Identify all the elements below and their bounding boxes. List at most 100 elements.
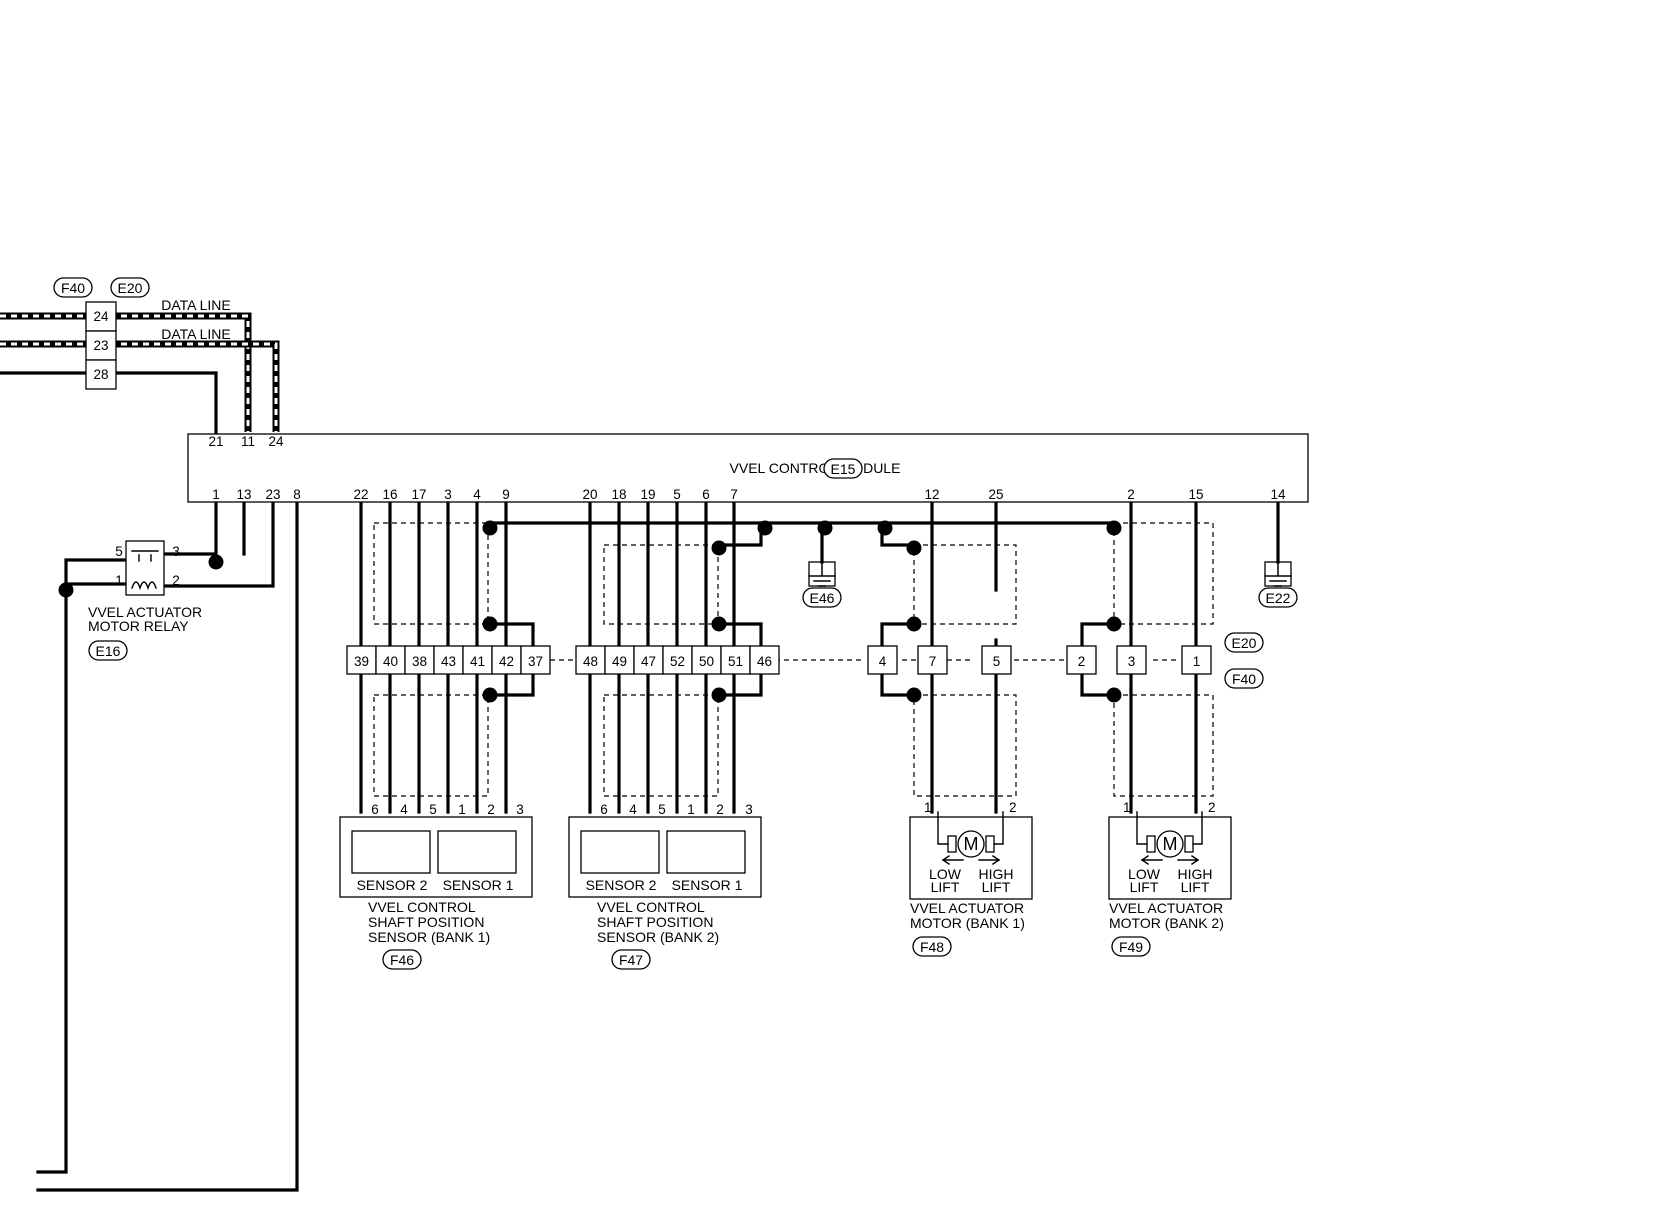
upper-connector-pin: 23	[93, 338, 108, 353]
relay-name: MOTOR RELAY	[88, 618, 189, 634]
motor-bank2-low-label: LIFT	[1130, 879, 1159, 895]
motor-bank1-low-label: LIFT	[931, 879, 960, 895]
harness-cell	[981, 645, 1012, 675]
junction-dot	[877, 520, 893, 536]
control-module-bottom-pin: 12	[924, 487, 939, 502]
harness-connector-badge	[1224, 668, 1264, 689]
motor-bank2-high-label: LIFT	[1181, 879, 1210, 895]
motor-bank2-pin: 2	[1208, 800, 1216, 815]
junction-dot	[482, 687, 498, 703]
motor-bank2-terminal	[1146, 835, 1156, 853]
control-module-bottom-pin: 6	[702, 487, 710, 502]
upper-connector-pin: 28	[93, 367, 108, 382]
shield	[373, 694, 489, 797]
harness-pin: 48	[583, 654, 598, 669]
control-module-bottom-pin: 2	[1127, 487, 1135, 502]
upper-connector-cell	[85, 359, 117, 390]
relay-connector-badge	[88, 640, 128, 661]
ground-frame	[1264, 561, 1292, 587]
motor-bank2-connector-badge	[1111, 936, 1151, 957]
relay-coil	[131, 581, 157, 591]
sensor-bank1-sensor-a: SENSOR 2	[357, 877, 428, 893]
ground-connector: E46	[810, 590, 835, 606]
junctions	[58, 520, 1122, 703]
shield	[373, 522, 489, 625]
sensor-bank2-element	[666, 830, 746, 874]
motor-bank1-terminal	[985, 835, 995, 853]
junction-dot	[757, 520, 773, 536]
sensor-bank2-sensor-b: SENSOR 1	[672, 877, 743, 893]
sensor-bank2-pin: 6	[600, 802, 608, 817]
sensor-bank2-name: VVEL CONTROL	[597, 899, 705, 915]
shield	[603, 694, 719, 797]
data-line-label: DATA LINE	[161, 326, 231, 342]
ground-connector: E22	[1266, 590, 1291, 606]
control-module	[187, 433, 1309, 503]
harness-pin: 46	[757, 654, 772, 669]
junction-dot	[1106, 687, 1122, 703]
sensor-bank2-sensor-a: SENSOR 2	[586, 877, 657, 893]
sensor-bank2-element	[580, 830, 660, 874]
motor-bank2-pin: 1	[1123, 800, 1131, 815]
control-module-bottom-pin: 22	[353, 487, 368, 502]
relay-pin: 5	[115, 544, 123, 559]
sensor-bank2-name: SENSOR (BANK 2)	[597, 929, 719, 945]
upper-connector-badge: E20	[118, 280, 143, 296]
upper-connector-badge-badge	[53, 277, 93, 298]
wire-28-21	[0, 371, 218, 434]
motor-bank2-symbol: M	[1163, 834, 1178, 854]
control-module-bottom-pin: 3	[444, 487, 452, 502]
harness-pin: 50	[699, 654, 714, 669]
motor-bank1-leads	[937, 811, 1004, 845]
junction-dot	[711, 616, 727, 632]
bank2-drain-top	[717, 521, 763, 547]
junction-dot	[711, 687, 727, 703]
motor-bank1-name: VVEL ACTUATOR	[910, 900, 1024, 916]
sensor-bank1-name: SHAFT POSITION	[368, 914, 484, 930]
motor-bank1-connector: F48	[920, 939, 944, 955]
motor-bank1-low-label: LOW	[929, 866, 962, 882]
harness-pin: 42	[499, 654, 514, 669]
relay-switch	[131, 550, 159, 562]
upper-connector-pin: 24	[93, 309, 109, 324]
harness-pin: 37	[528, 654, 543, 669]
motor-bank2-high-label: HIGH	[1178, 866, 1213, 882]
control-module-bottom-pin: 19	[640, 487, 655, 502]
junction-dot	[906, 687, 922, 703]
sensor-bank2-connector-badge	[611, 949, 651, 970]
junction-dot	[482, 616, 498, 632]
data-line-dash	[0, 314, 250, 432]
motor-bank2-leads	[1136, 811, 1203, 845]
sensor-bank1-pin: 3	[516, 802, 524, 817]
sensor-bank2-pin: 5	[658, 802, 666, 817]
data-line-label: DATA LINE	[161, 297, 231, 313]
control-module-bottom-pin: 15	[1188, 487, 1203, 502]
ground-connector-badge	[1258, 587, 1298, 608]
motor-bank1-pin: 2	[1009, 800, 1017, 815]
control-module-bottom-pin: 23	[265, 487, 280, 502]
harness-pin: 51	[728, 654, 743, 669]
junction-dot	[1106, 616, 1122, 632]
harness-pin: 39	[354, 654, 369, 669]
sensor-bank1-connector: F46	[390, 952, 414, 968]
harness-cell	[491, 645, 522, 675]
harness-pin: 5	[993, 654, 1001, 669]
harness-pin: 43	[441, 654, 456, 669]
sensor-bank1-sensor-b: SENSOR 1	[443, 877, 514, 893]
control-module-connector: E15	[831, 461, 856, 477]
sensor-bank1-element	[351, 830, 431, 874]
sensor-bank1-pin: 2	[487, 802, 495, 817]
harness-cell	[749, 645, 780, 675]
sensor-bank2-name: SHAFT POSITION	[597, 914, 713, 930]
motor-bank1-name: MOTOR (BANK 1)	[910, 915, 1025, 931]
harness-pin: 7	[929, 654, 937, 669]
harness-pin: 4	[879, 654, 887, 669]
control-module-bottom-pin: 17	[411, 487, 426, 502]
motor-bank1-high-label: LIFT	[982, 879, 1011, 895]
wire-relay-5	[36, 558, 128, 1174]
harness-cell	[375, 645, 406, 675]
motor-bank2-connector: F49	[1119, 939, 1143, 955]
motor-bank2-symbol-circle	[1156, 830, 1184, 858]
junction-dot	[482, 520, 498, 536]
junction-dot	[208, 554, 224, 570]
